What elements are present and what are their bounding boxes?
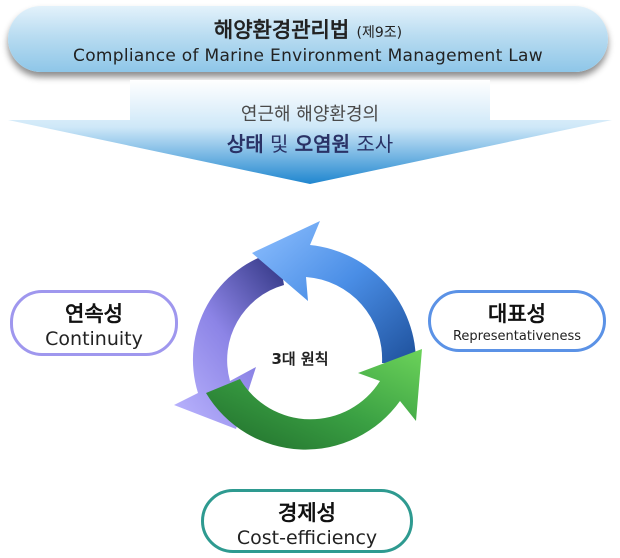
- cycle-diagram: [174, 221, 422, 450]
- cycle-arrow-blue: [252, 221, 417, 365]
- arrow-text-and: 및: [270, 132, 289, 156]
- principle-cost-efficiency: 경제성 Cost-efficiency: [201, 489, 413, 553]
- principle-continuity-en: Continuity: [45, 328, 143, 350]
- down-arrow: [8, 80, 612, 184]
- header-banner: 해양환경관리법 (제9조) Compliance of Marine Envir…: [8, 6, 608, 72]
- cycle-arrow-purple: [174, 251, 284, 429]
- principle-cost-efficiency-ko: 경제성: [278, 501, 336, 525]
- principle-representativeness-en: Representativeness: [452, 329, 581, 344]
- arrow-text-line2: 상태 및 오염원 조사: [0, 128, 620, 157]
- banner-title: 해양환경관리법: [213, 18, 350, 42]
- arrow-text-survey: 조사: [356, 132, 394, 156]
- banner-title-line: 해양환경관리법 (제9조): [8, 14, 608, 44]
- principle-continuity-ko: 연속성: [65, 302, 123, 326]
- principle-representativeness: 대표성 Representativeness: [428, 290, 606, 352]
- banner-title-note: (제9조): [356, 25, 403, 41]
- cycle-arrow-green: [206, 349, 422, 450]
- principle-representativeness-ko: 대표성: [488, 302, 546, 326]
- banner-subtitle: Compliance of Marine Environment Managem…: [73, 46, 543, 66]
- principle-cost-efficiency-en: Cost-efficiency: [236, 527, 378, 549]
- arrow-text-status: 상태: [226, 132, 264, 156]
- principle-continuity: 연속성 Continuity: [10, 290, 178, 356]
- cycle-center-label: 3대 원칙: [271, 350, 329, 368]
- arrow-text-line1: 연근해 해양환경의: [240, 104, 380, 125]
- arrow-text-pollution-source: 오염원: [294, 132, 350, 156]
